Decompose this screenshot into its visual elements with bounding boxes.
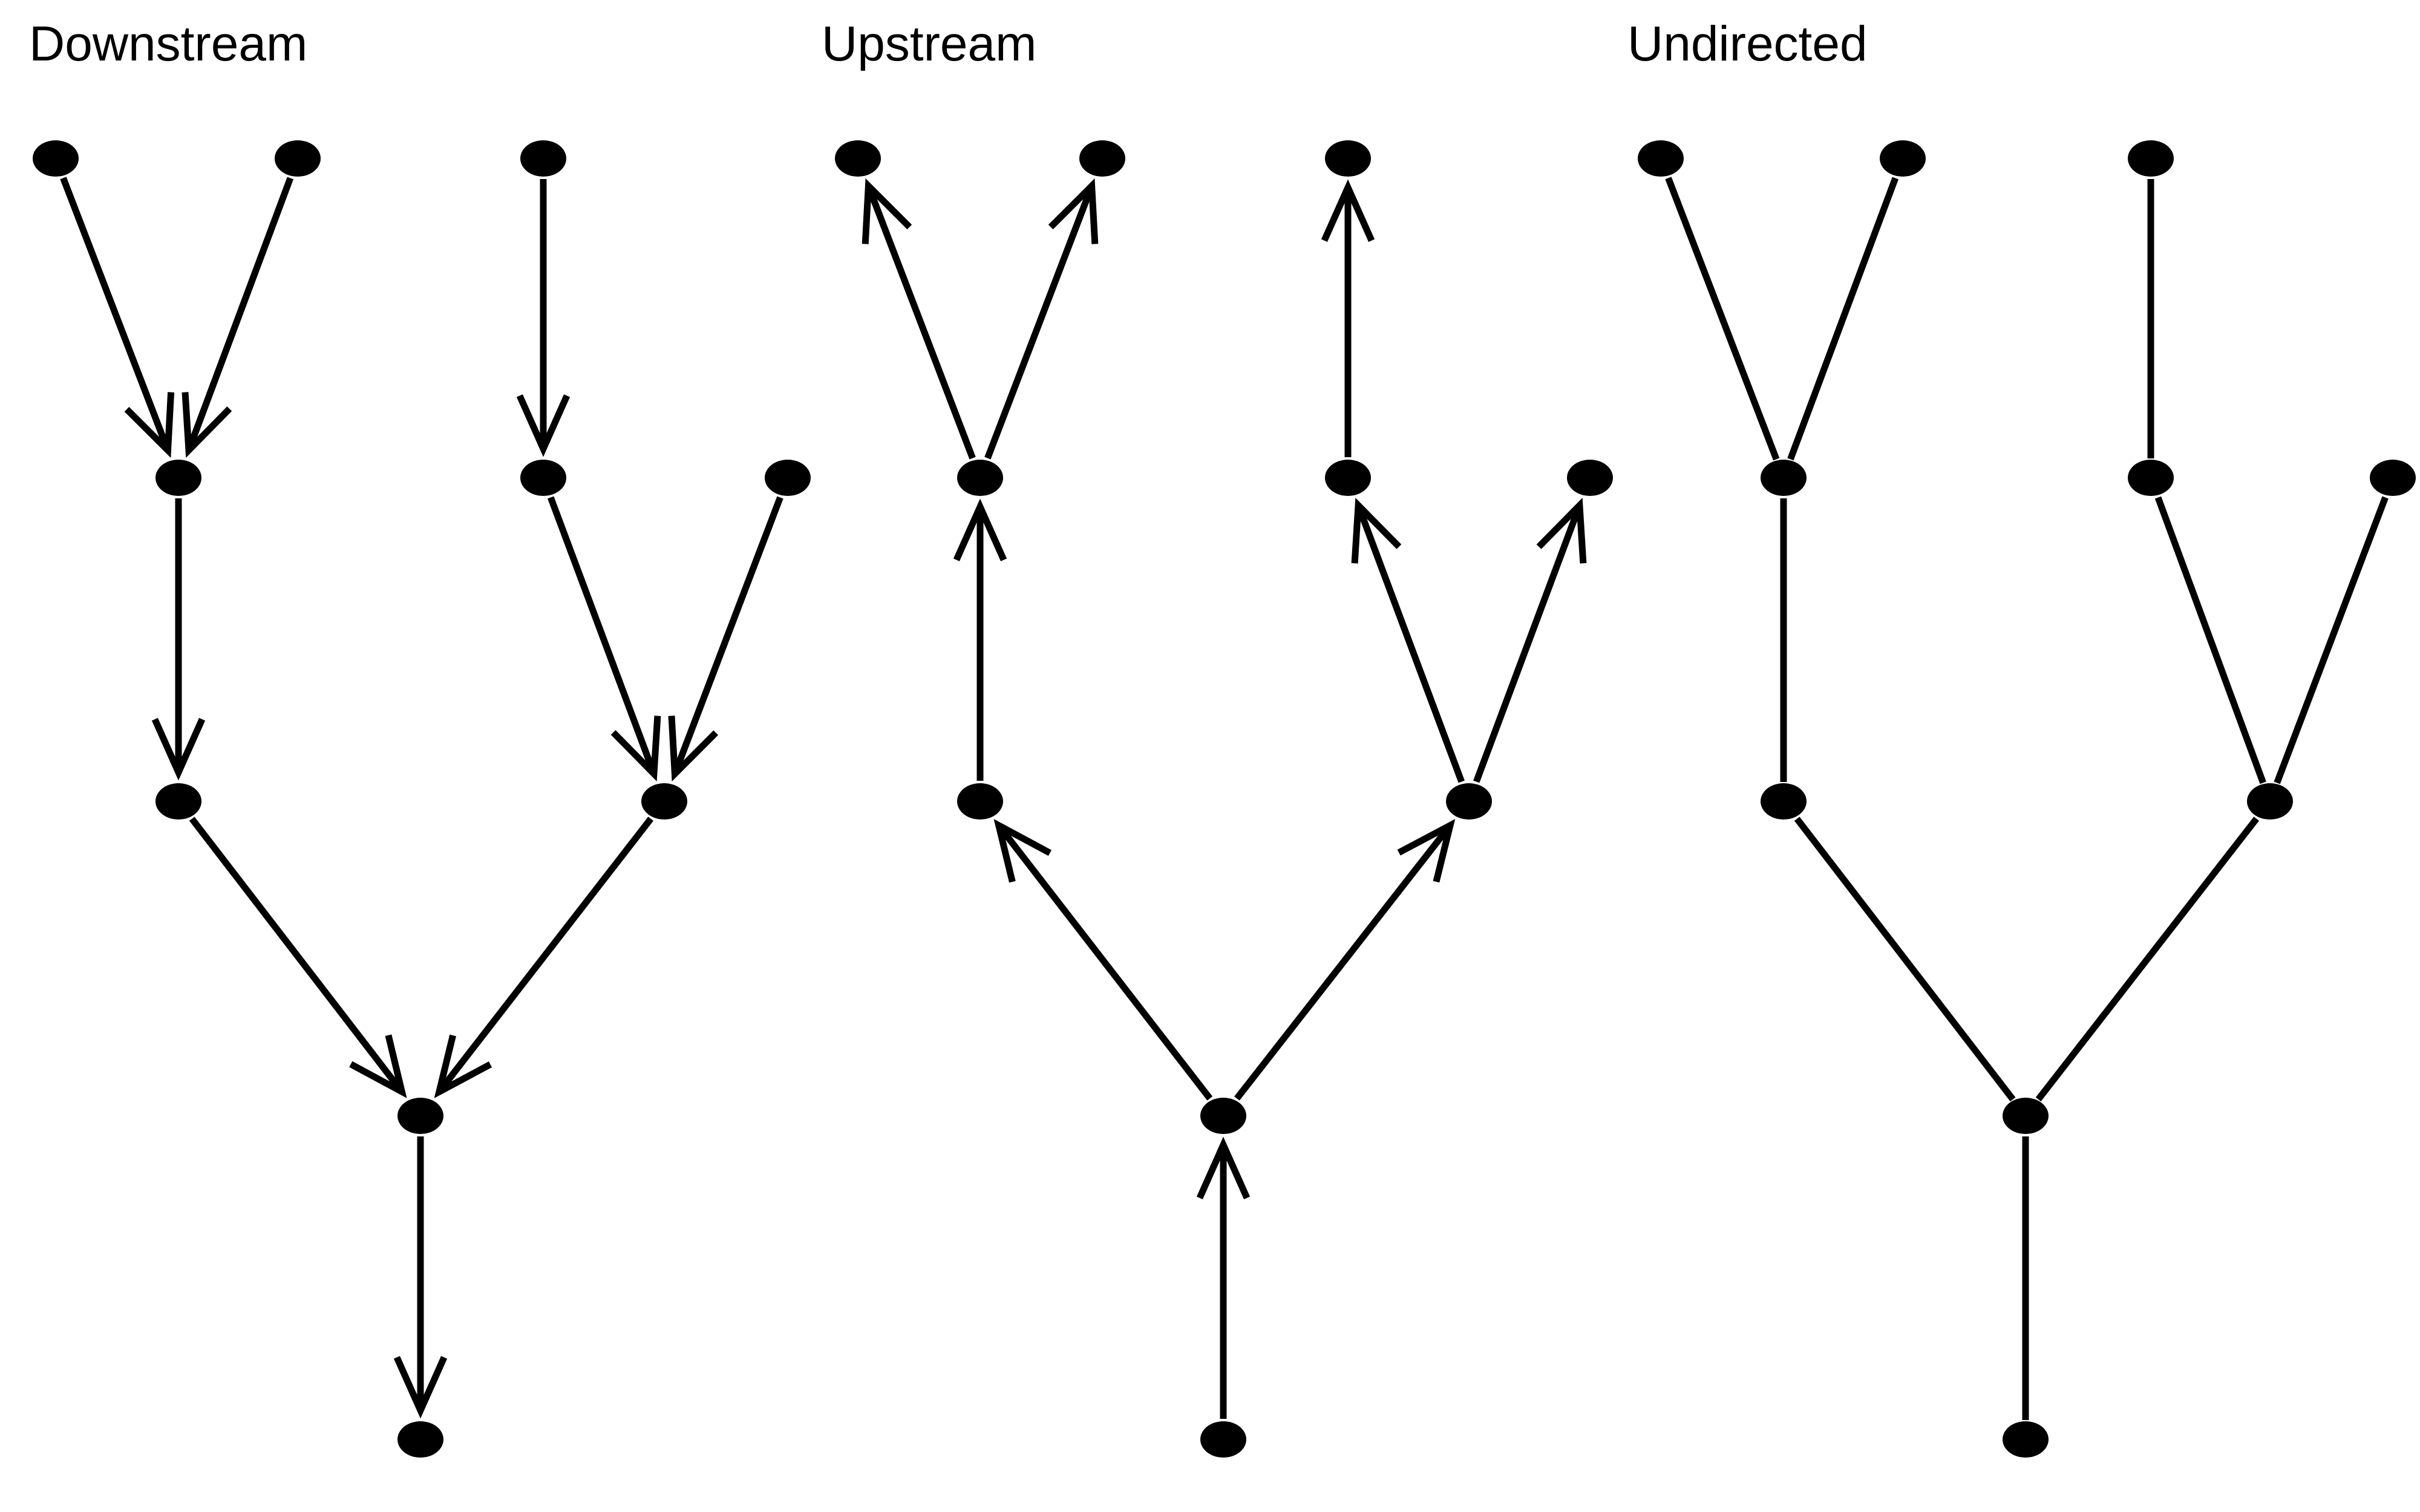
undirected-edge: [2274, 496, 2389, 784]
graph-node: [1761, 460, 1807, 496]
arrowhead-icon: [1048, 178, 1099, 244]
panel-label-undirected: Undirected: [1627, 16, 1868, 71]
graph-node: [2370, 460, 2416, 496]
arrowhead-icon: [1351, 497, 1402, 564]
arrowhead-icon: [1321, 179, 1375, 242]
graph-node: [2003, 1421, 2049, 1458]
arrowhead-icon: [862, 178, 912, 244]
graph-node: [1761, 783, 1807, 820]
node-layer: [33, 140, 2416, 1458]
graph-node: [1079, 140, 1125, 177]
directed-edge: [672, 496, 783, 775]
graph-node: [1325, 140, 1371, 177]
directed-edge: [996, 823, 1213, 1101]
arrowhead-icon: [182, 392, 232, 458]
undirected-edge: [1794, 816, 2016, 1102]
directed-edge: [60, 177, 171, 452]
arrowhead-icon: [434, 1034, 492, 1098]
panel-label-upstream: Upstream: [822, 16, 1037, 71]
graph-node: [1638, 140, 1684, 177]
directed-edge: [984, 184, 1095, 460]
graph-node: [957, 783, 1003, 820]
arrowhead-icon: [516, 394, 571, 457]
directed-edge: [1473, 504, 1583, 783]
graph-node: [2247, 783, 2293, 820]
graph-node: [2128, 140, 2174, 177]
graph-node: [835, 140, 881, 177]
arrowhead-icon: [151, 718, 206, 781]
arrowhead-icon: [1397, 819, 1456, 883]
graph-node: [641, 783, 687, 820]
graph-node: [397, 1098, 443, 1134]
directed-edge: [436, 816, 654, 1094]
arrowhead-icon: [349, 1034, 407, 1098]
graph-node: [2003, 1098, 2049, 1134]
arrowhead-icon: [393, 1356, 448, 1419]
arrowhead-icon: [953, 498, 1007, 561]
arrowhead-icon: [668, 715, 719, 782]
graph-node: [155, 460, 201, 496]
graph-node: [397, 1421, 443, 1458]
undirected-edge: [2154, 496, 2266, 784]
graph-node: [1446, 783, 1492, 820]
graph-node: [765, 460, 811, 496]
arrowhead-icon: [1196, 1136, 1251, 1199]
arrowhead-icon: [993, 819, 1052, 883]
arrowhead-icon: [1536, 497, 1587, 564]
graph-node: [1200, 1098, 1246, 1134]
directed-edge: [189, 816, 405, 1094]
undirected-edge: [1665, 177, 1780, 461]
graph-node: [1325, 460, 1371, 496]
graph-node: [33, 140, 79, 177]
graph-node: [1200, 1421, 1246, 1458]
graph-node: [155, 783, 201, 820]
directed-edge: [865, 184, 976, 460]
undirected-edge: [2035, 816, 2260, 1102]
graph-node: [1567, 460, 1613, 496]
graph-node: [2128, 460, 2174, 496]
directed-edge: [1234, 823, 1453, 1101]
graph-node: [520, 460, 566, 496]
arrowhead-icon: [610, 715, 661, 782]
undirected-edge: [1787, 177, 1899, 461]
arrowhead-icon: [124, 392, 175, 458]
graph-node: [275, 140, 321, 177]
directed-edge: [185, 177, 294, 452]
graph-node: [1880, 140, 1926, 177]
graph-node: [520, 140, 566, 177]
edge-layer: [60, 177, 2389, 1420]
directed-edge: [548, 496, 658, 775]
graph-node: [957, 460, 1003, 496]
directed-edge: [1355, 504, 1465, 783]
panel-label-downstream: Downstream: [29, 16, 308, 71]
